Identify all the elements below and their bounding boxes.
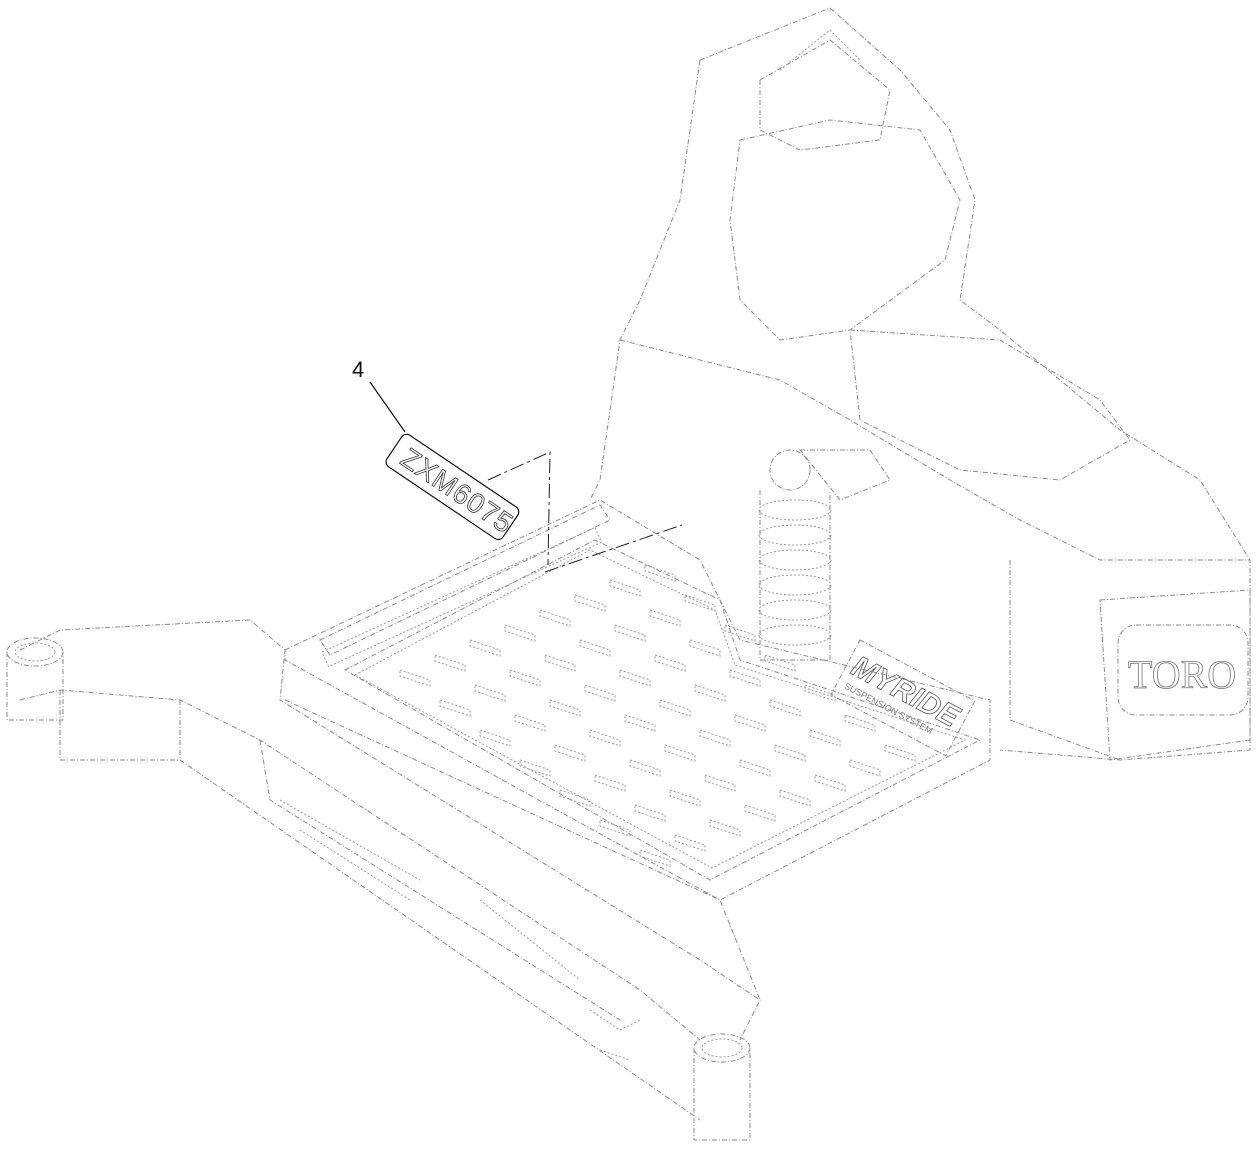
- tread-slot: [479, 729, 511, 747]
- toro-decal: [1117, 624, 1249, 716]
- decal-text: ZXM6075: [395, 442, 519, 540]
- tread-slot: [704, 774, 736, 792]
- tread-slot: [619, 669, 651, 687]
- tread-slot: [649, 609, 681, 627]
- tread-slot: [469, 639, 501, 657]
- toro-logo-text: TORO: [1128, 652, 1236, 697]
- tread-slot: [544, 654, 576, 672]
- tread-slot: [744, 804, 776, 822]
- tread-slot: [884, 744, 916, 762]
- tread-slot: [764, 654, 796, 672]
- tread-slot: [774, 744, 806, 762]
- tread-slot: [629, 759, 661, 777]
- tread-slot: [589, 729, 621, 747]
- tread-slot: [724, 624, 756, 642]
- rear-body: TORO: [589, 7, 1251, 761]
- tread-slot: [849, 759, 881, 777]
- right-pivot-tube: [693, 1033, 751, 1141]
- tread-slot: [614, 624, 646, 642]
- tread-slot: [584, 684, 616, 702]
- tread-slot: [659, 699, 691, 717]
- tread-slot: [609, 579, 641, 597]
- tread-slot: [574, 594, 606, 612]
- tread-slot: [804, 684, 836, 702]
- tread-slot: [674, 834, 706, 852]
- tread-slot: [689, 639, 721, 657]
- tread-slot: [509, 669, 541, 687]
- callout-number: 4: [352, 357, 364, 382]
- placement-line-2: [544, 524, 683, 573]
- tread-slot: [779, 789, 811, 807]
- tread-slot: [599, 819, 631, 837]
- shock-absorber: [758, 449, 891, 661]
- tread-slot: [664, 744, 696, 762]
- tread-slot: [844, 714, 876, 732]
- tread-slot: [504, 624, 536, 642]
- tread-slot: [684, 594, 716, 612]
- safety-decal-strip: [321, 526, 603, 668]
- tread-slot: [549, 699, 581, 717]
- tread-slot: [539, 609, 571, 627]
- tread-slot: [654, 654, 686, 672]
- tread-slot: [624, 714, 656, 732]
- tread-slot: [739, 759, 771, 777]
- tread-slot: [514, 714, 546, 732]
- tread-slot: [734, 714, 766, 732]
- tread-slot: [559, 789, 591, 807]
- tread-slot: [399, 669, 431, 687]
- tread-slot: [554, 744, 586, 762]
- tread-slot: [594, 774, 626, 792]
- tread-slot: [729, 669, 761, 687]
- tread-slot: [644, 564, 676, 582]
- tread-slot: [709, 819, 741, 837]
- tread-slot: [669, 789, 701, 807]
- tread-slot: [694, 684, 726, 702]
- tread-slot: [639, 849, 671, 867]
- floor-pan: [284, 499, 991, 901]
- callout-leader-line: [369, 381, 406, 433]
- tread-slot: [814, 774, 846, 792]
- tread-slot: [769, 699, 801, 717]
- tread-slot: [579, 639, 611, 657]
- front-frame: [19, 619, 761, 1121]
- callout-4[interactable]: 4 ZXM6075: [352, 357, 683, 573]
- tread-slot: [809, 729, 841, 747]
- tread-slot: [474, 684, 506, 702]
- tread-slot: [519, 759, 551, 777]
- left-pivot-tube: [6, 637, 64, 721]
- tread-slot: [699, 729, 731, 747]
- placement-line: [487, 451, 551, 566]
- tread-slot: [434, 654, 466, 672]
- tread-slot: [634, 804, 666, 822]
- floor-treads: [399, 564, 916, 867]
- tread-slot: [439, 699, 471, 717]
- zxm6075-decal[interactable]: ZXM6075: [384, 432, 522, 542]
